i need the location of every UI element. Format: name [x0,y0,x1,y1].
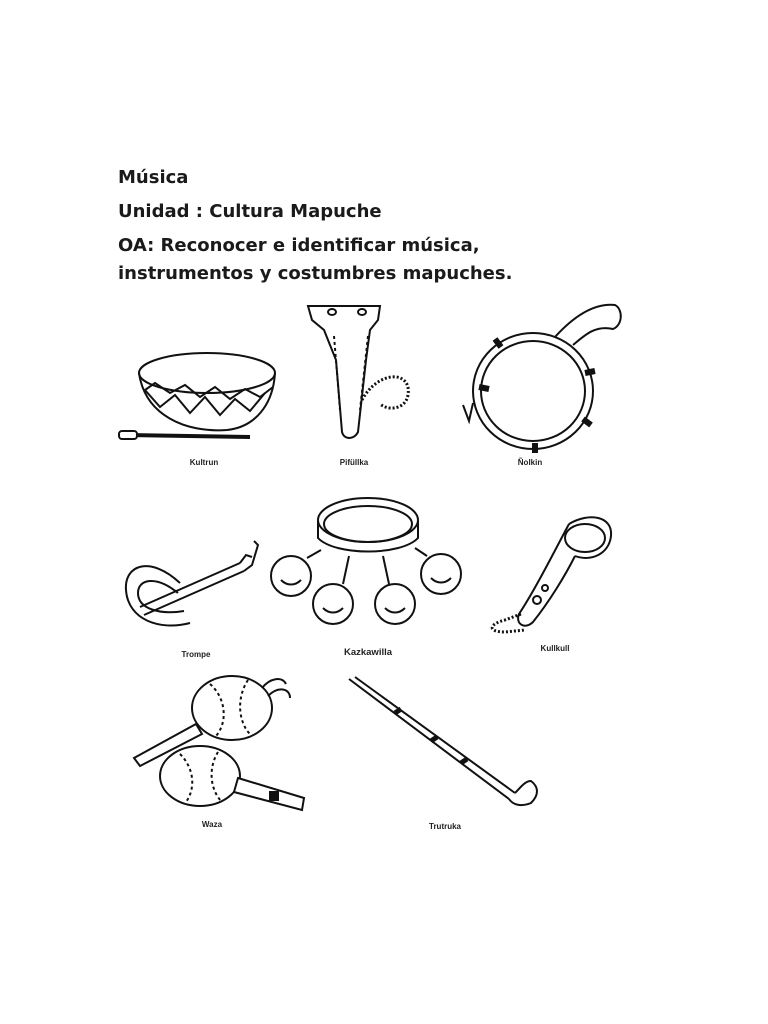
kullkull-horn-icon [490,516,613,634]
instrument-trompe: Trompe [120,535,265,665]
pifullka-flute-icon [306,305,410,439]
unit-heading: Unidad : Cultura Mapuche [118,201,382,222]
objective-heading: OA: Reconocer e identificar música, inst… [118,235,513,284]
instrument-kultrun: Kultrun [115,345,290,475]
instrument-label: Kultrun [189,458,219,467]
instrument-label: Kullkull [540,644,570,653]
instrument-kazkawilla: Kazkawilla [265,490,475,665]
instrument-label: Pifüllka [339,458,369,467]
nolkin-horn-icon [462,303,622,453]
instrument-label: Trompe [181,650,211,659]
instrument-pifullka: Pifüllka [300,300,420,475]
instrument-label: Kazkawilla [343,647,393,658]
instrument-label: Waza [201,820,223,829]
trompe-jaw-harp-icon [124,540,260,627]
instrument-nolkin: Ñolkin [455,295,625,470]
waza-rattles-icon [132,675,306,812]
kazkawilla-bells-icon [270,497,462,625]
trutruka-trumpet-icon [348,676,538,807]
instrument-kullkull: Kullkull [485,510,615,660]
instrument-label: Ñolkin [517,458,543,467]
instrument-label: Trutruka [428,822,462,831]
instrument-trutruka: Trutruka [345,675,545,835]
subject-heading: Música [118,167,189,188]
instrument-waza: Waza [120,668,310,838]
kultrun-drum-icon [118,352,276,440]
